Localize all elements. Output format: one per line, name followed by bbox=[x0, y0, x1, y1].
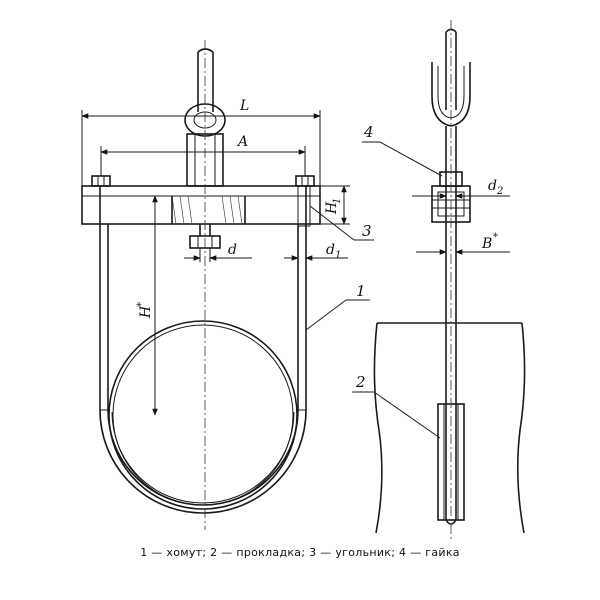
dim-A: A bbox=[100, 134, 306, 176]
label-H1: H bbox=[324, 201, 340, 215]
label-H1-sub: 1 bbox=[332, 198, 343, 204]
label-d1: d bbox=[326, 242, 335, 258]
label-d2-sub: 2 bbox=[496, 186, 503, 197]
label-H-star-sup: * bbox=[136, 302, 147, 307]
center-bolt bbox=[189, 224, 221, 249]
dim-B-star: B * bbox=[416, 222, 510, 260]
leader-4: 4 bbox=[362, 123, 443, 177]
leader-2: 2 bbox=[352, 373, 441, 439]
part-number-4: 4 bbox=[363, 123, 374, 141]
dim-H-star: H * bbox=[136, 195, 158, 416]
figure-caption: 1 — хомут; 2 — прокладка; 3 — угольник; … bbox=[140, 546, 460, 559]
leader-1: 1 bbox=[305, 282, 370, 331]
part-number-3: 3 bbox=[362, 222, 372, 240]
part-number-1: 1 bbox=[356, 282, 366, 300]
label-d: d bbox=[228, 242, 237, 258]
label-B-star: B bbox=[481, 236, 492, 252]
dim-d1: d 1 bbox=[284, 226, 348, 262]
plate-hatch bbox=[171, 195, 243, 225]
angle-plate bbox=[81, 185, 321, 225]
side-pipe bbox=[373, 322, 526, 534]
leader-3: 3 bbox=[309, 205, 374, 241]
dim-d: d bbox=[184, 242, 252, 262]
label-d1-sub: 1 bbox=[335, 250, 341, 261]
label-d2: d bbox=[488, 178, 497, 194]
dim-d2: d 2 bbox=[412, 178, 510, 199]
side-view: d 2 B * 4 bbox=[352, 20, 526, 540]
left-top-nut bbox=[91, 175, 111, 187]
label-H-star: H bbox=[138, 305, 154, 319]
front-view: L A H 1 H * bbox=[81, 40, 374, 530]
label-A: A bbox=[236, 134, 248, 150]
pipe-circle bbox=[108, 320, 298, 510]
clamp-pad bbox=[111, 411, 295, 504]
right-top-nut bbox=[295, 175, 315, 187]
label-L: L bbox=[239, 98, 249, 114]
label-B-star-sup: * bbox=[493, 232, 498, 243]
dim-H1: H 1 bbox=[320, 185, 350, 225]
part-number-2: 2 bbox=[355, 373, 366, 391]
dim-L: L bbox=[81, 98, 321, 186]
